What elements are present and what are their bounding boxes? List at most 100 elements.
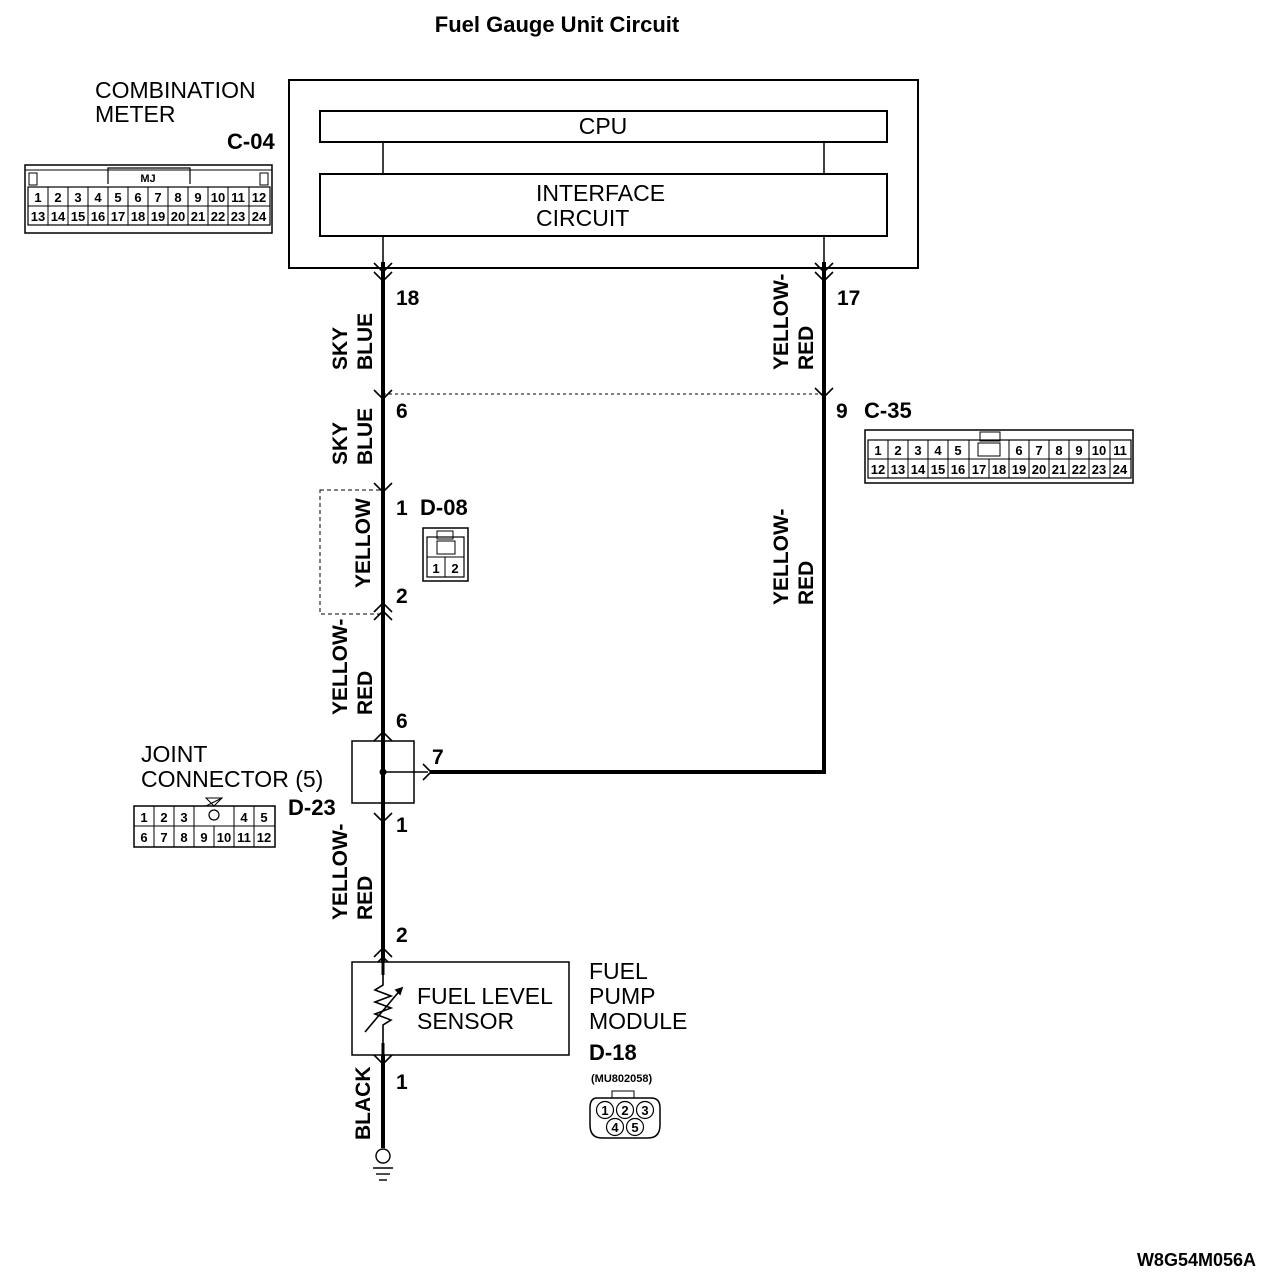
c04-pin-cell: 1 [34,190,41,205]
fuel-pump-module-part-number: (MU802058) [591,1073,652,1085]
c04-connector-face: MJ 1 2 3 4 5 6 7 8 9 10 11 12 13 14 15 1… [24,164,273,234]
c35-pin-cell: 2 [894,443,901,458]
c04-pin-cell: 3 [74,190,81,205]
pin-joint-7: 7 [432,746,444,769]
d08-dashed-box [319,489,384,615]
fuel-level-sensor-label-line2: SENSOR [417,1008,514,1034]
c04-pin-cell: 9 [194,190,201,205]
d18-pin-cell: 5 [631,1120,638,1135]
c04-pin-cell: 24 [252,209,267,224]
pin-sensor-2: 2 [396,924,408,947]
c35-pin-cell: 21 [1052,462,1066,477]
combination-meter-box [288,79,919,269]
d23-pin-cell: 1 [140,810,147,825]
pin-meter-17: 17 [837,287,860,310]
fuel-pump-module-connector-id: D-18 [589,1040,637,1065]
c35-pin-cell: 9 [1075,443,1082,458]
c35-pin-cell: 7 [1035,443,1042,458]
c04-pin-cell: 10 [211,190,225,205]
c35-pin-cell: 16 [951,462,965,477]
wire-color-red: RED [354,671,377,715]
wire-color-yellow-red: YELLOW- [770,509,793,605]
wire-color-red: RED [795,561,818,605]
joint-connector-label-line2: CONNECTOR (5) [141,766,323,792]
wire-color-blue: BLUE [354,313,377,370]
pin-meter-18: 18 [396,287,420,310]
d23-pin-cell: 11 [237,830,251,845]
c04-pin-cell: 5 [114,190,121,205]
wire-color-black: BLACK [352,1067,375,1141]
fuel-level-sensor-label-line1: FUEL LEVEL [417,983,553,1009]
d23-pin-cell: 5 [260,810,267,825]
c04-pin-cell: 21 [191,209,205,224]
interface-circuit-box [319,173,888,237]
d18-pin-cell: 3 [641,1103,648,1118]
d23-pin-cell: 4 [240,810,248,825]
pin-d08-2: 2 [396,585,408,608]
c04-pin-cell: 12 [252,190,266,205]
c35-pin-cell: 14 [911,462,926,477]
fuel-pump-module-label-line1: FUEL [589,958,648,984]
c35-pin-cell: 8 [1055,443,1062,458]
c35-pin-cell: 4 [934,443,942,458]
wire-color-sky: SKY [329,422,352,465]
wire-color-yellow-red: YELLOW- [329,824,352,920]
wire-color-sky: SKY [329,327,352,370]
d23-pin-cell: 2 [160,810,167,825]
c35-pin-cell: 13 [891,462,905,477]
d18-pin-cell: 1 [601,1103,608,1118]
combination-meter-label-line2: METER [95,101,176,127]
c04-pin-cell: 18 [131,209,145,224]
terminal-markers-right [814,262,834,399]
pin-joint-6: 6 [396,710,408,733]
c04-pin-cell: 11 [231,190,245,205]
wire-color-red: RED [354,876,377,920]
c04-pin-cell: 6 [134,190,141,205]
wire-color-yellow-red: YELLOW- [329,619,352,715]
c04-pin-cell: 19 [151,209,165,224]
joint-pin7-marker [422,763,433,781]
c04-pin-cell: 23 [231,209,245,224]
wire-color-yellow: YELLOW [352,498,375,588]
c04-connector-tag: MJ [140,173,155,185]
interface-circuit-label-line1: INTERFACE [536,180,665,206]
c04-pin-cell: 14 [51,209,66,224]
c04-pin-cell: 8 [174,190,181,205]
d23-pin-cell: 3 [180,810,187,825]
c35-pin-cell: 19 [1012,462,1026,477]
c35-pin-cell: 20 [1032,462,1046,477]
pin-joint-1: 1 [396,814,408,837]
d18-pin-cell: 4 [611,1120,619,1135]
c04-pin-cell: 13 [31,209,45,224]
c35-pin-cell: 22 [1072,462,1086,477]
c35-connector-face: 1 2 3 4 5 6 7 8 9 10 11 12 13 14 15 16 1… [864,429,1134,484]
pin-c35-6: 6 [396,400,408,423]
c04-pin-cell: 17 [111,209,125,224]
d23-pin-cell: 8 [180,830,187,845]
c04-pin-cell: 7 [154,190,161,205]
fuel-pump-module-label-line3: MODULE [589,1008,687,1034]
wire-color-red: RED [795,326,818,370]
joint-connector-id: D-23 [288,795,336,820]
d08-connector-face: 1 2 [422,527,469,582]
c35-pin-cell: 17 [972,462,986,477]
c35-pin-cell: 6 [1015,443,1022,458]
c35-pin-cell: 1 [874,443,881,458]
combination-meter-label-line1: COMBINATION [95,77,256,103]
c04-pin-cell: 4 [94,190,102,205]
c35-pin-cell: 18 [992,462,1006,477]
joint-connector-label-line1: JOINT [141,741,207,767]
c35-pin-cell: 5 [954,443,961,458]
combination-meter-connector-id: C-04 [227,129,275,154]
c35-pin-cell: 12 [871,462,885,477]
d23-pin-cell: 6 [140,830,147,845]
pin-sensor-1: 1 [396,1071,408,1094]
fuel-pump-module-label-line2: PUMP [589,983,655,1009]
cpu-box [319,110,888,143]
d23-connector-face: 1 2 3 4 5 6 7 8 9 10 11 12 [133,797,276,848]
c35-connector-id: C-35 [864,398,912,423]
d18-connector-face: 1 2 3 4 5 [589,1090,661,1139]
c04-pin-cell: 22 [211,209,225,224]
c35-pin-cell: 10 [1092,443,1106,458]
